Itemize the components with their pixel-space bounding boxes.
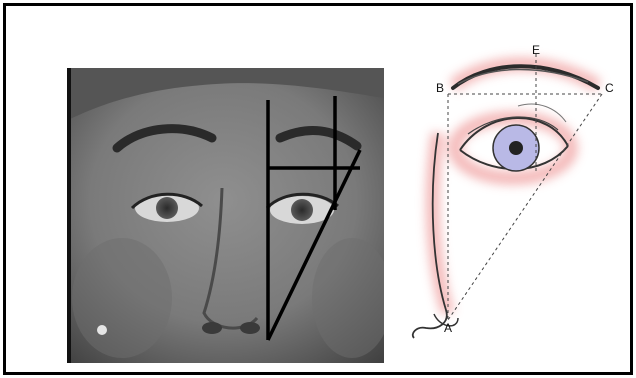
eye-sketch-panel: B E C A bbox=[398, 38, 630, 348]
figure-frame: B E C A bbox=[3, 3, 633, 375]
point-label-b: B bbox=[436, 81, 444, 95]
eye-sketch-icon bbox=[398, 38, 630, 348]
face-photo-panel bbox=[62, 68, 384, 363]
point-label-a: A bbox=[444, 321, 452, 335]
point-label-c: C bbox=[605, 81, 614, 95]
face-photo-icon bbox=[62, 68, 384, 363]
point-label-e: E bbox=[532, 43, 540, 57]
